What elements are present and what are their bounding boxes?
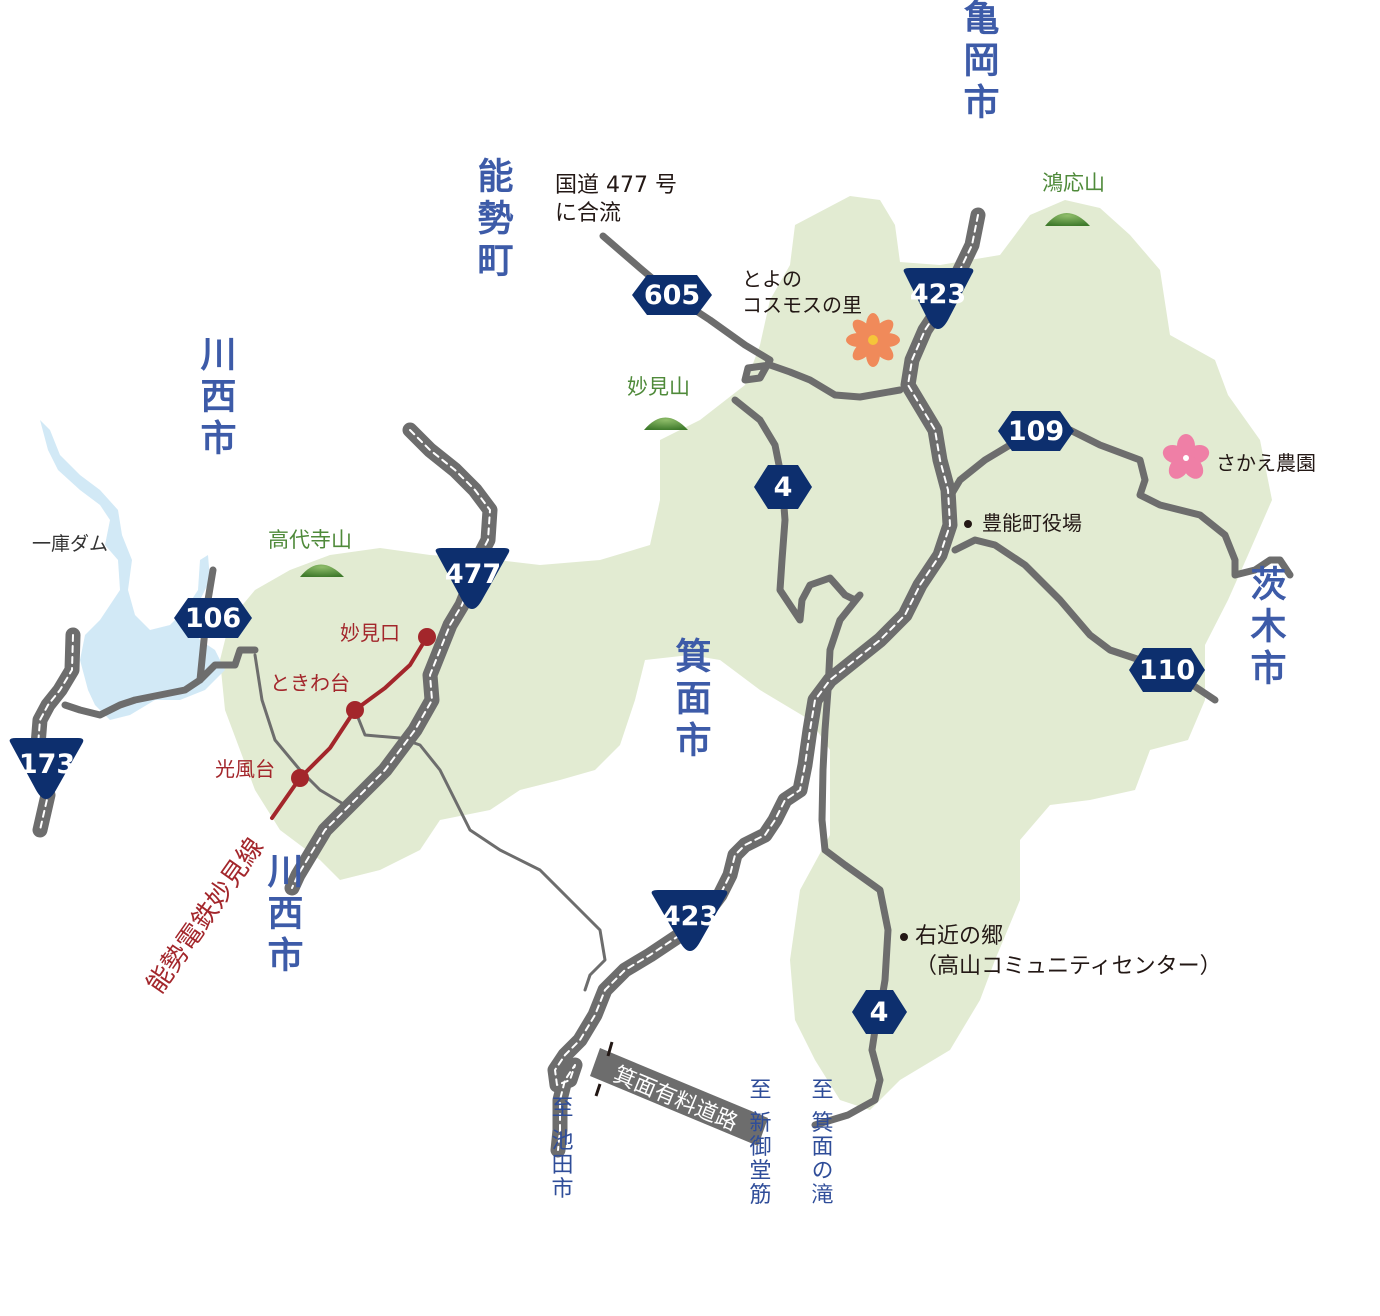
route-shield-477: 477: [435, 548, 510, 609]
svg-text:4: 4: [774, 472, 793, 503]
station-kofudai: [291, 769, 309, 787]
sakura-flower-icon: [1162, 434, 1210, 479]
svg-text:箕面市: 箕面市: [670, 637, 712, 763]
svg-text:173: 173: [19, 749, 75, 780]
dest-minoh-falls: 至 箕面の滝: [808, 1078, 834, 1207]
dest-ikeda: 至 池田市: [548, 1096, 574, 1201]
town-office-dot: [964, 520, 972, 528]
route-shield-423-bottom: 423: [651, 890, 728, 951]
city-nose: 能勢町: [472, 157, 514, 283]
mountain-icon: [300, 564, 344, 577]
route-shield-4-top: 4: [754, 465, 812, 509]
svg-text:106: 106: [185, 603, 241, 634]
road-4-north: [731, 396, 892, 1014]
mountain-koou-label: 鴻応山: [1042, 171, 1105, 195]
road-4-south: [811, 1006, 884, 1129]
dest-shingomido: 至 新御堂筋: [746, 1078, 772, 1207]
merge-note-line2: に合流: [555, 201, 621, 226]
svg-text:110: 110: [1139, 655, 1195, 686]
route-shield-106: 106: [174, 598, 252, 638]
svg-text:605: 605: [644, 280, 700, 311]
svg-text:川西市: 川西市: [262, 852, 304, 978]
town-office-label: 豊能町役場: [982, 511, 1082, 535]
route-shield-605: 605: [632, 275, 712, 315]
station-myokenguchi: [418, 628, 436, 646]
svg-text:477: 477: [445, 559, 501, 590]
svg-text:4: 4: [870, 997, 889, 1028]
mountain-kodaiji-label: 高代寺山: [268, 528, 352, 552]
mountain-myoken-label: 妙見山: [627, 375, 690, 399]
city-kawanishi-bottom: 川西市: [262, 852, 304, 978]
railway-myoken-line: [270, 628, 436, 820]
route-shield-173: 173: [9, 738, 84, 799]
road-173-center: [37, 634, 74, 831]
ukon-label-line2: （高山コミュニティセンター）: [915, 954, 1222, 979]
cosmos-label-line2: コスモスの里: [742, 293, 862, 317]
mountain-icon: [1045, 213, 1090, 226]
station-kofudai-label: 光風台: [215, 757, 275, 781]
svg-text:109: 109: [1008, 416, 1064, 447]
city-ibaraki: 茨木市: [1245, 565, 1287, 691]
mountain-icon: [644, 417, 688, 430]
svg-text:亀岡市: 亀岡市: [958, 0, 1000, 125]
city-kawanishi-top: 川西市: [195, 335, 237, 461]
route-shield-110: 110: [1129, 648, 1205, 692]
station-myokenguchi-label: 妙見口: [340, 621, 400, 645]
sakae-farm-label: さかえ農園: [1216, 451, 1316, 475]
road-173-base: [30, 627, 81, 838]
railway-name-label: 能勢電鉄妙見線: [141, 833, 270, 999]
toll-road: 箕面有料道路: [590, 1041, 768, 1146]
road-477-center: [291, 429, 491, 889]
station-tokiwadai-label: ときわ台: [270, 671, 350, 695]
route-shield-423-top: 423: [903, 268, 974, 329]
city-kameoka: 亀岡市: [958, 0, 1000, 125]
svg-text:423: 423: [910, 279, 966, 310]
route-shield-4-bottom: 4: [852, 990, 907, 1034]
merge-note-line1: 国道 477 号: [555, 173, 677, 198]
road-423-center: [554, 214, 979, 1151]
cosmos-label-line1: とよの: [742, 267, 802, 291]
ukon-label-line1: 右近の郷: [915, 924, 1003, 949]
road-connector: [196, 646, 259, 684]
ichiko-dam-label: 一庫ダム: [32, 533, 108, 555]
cosmos-flower-icon: [846, 313, 900, 367]
city-minoh: 箕面市: [670, 637, 712, 763]
svg-text:茨木市: 茨木市: [1245, 565, 1287, 691]
ichiko-dam-water: [40, 420, 225, 720]
station-tokiwadai: [346, 701, 364, 719]
svg-text:423: 423: [662, 901, 718, 932]
ukon-dot: [900, 933, 908, 941]
route-shield-109: 109: [998, 411, 1074, 451]
svg-text:能勢町: 能勢町: [472, 157, 514, 283]
svg-text:川西市: 川西市: [195, 335, 237, 461]
local-road: [253, 653, 347, 807]
